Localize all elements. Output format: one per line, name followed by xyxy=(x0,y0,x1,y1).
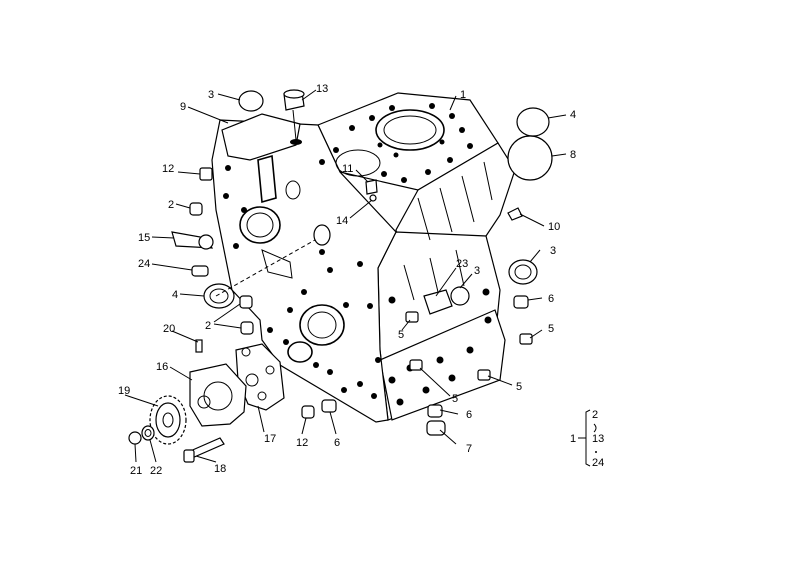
label-part-11: 11 xyxy=(342,163,353,175)
gear xyxy=(149,395,187,445)
leader-lines xyxy=(124,89,567,463)
label-part-5-left: 5 xyxy=(398,329,404,341)
label-part-12-top: 12 xyxy=(162,163,174,175)
label-part-19: 19 xyxy=(118,385,130,397)
label-part-8: 8 xyxy=(570,149,576,161)
label-part-6-bottom-right: 6 xyxy=(466,409,472,421)
label-part-6-right: 6 xyxy=(548,293,554,305)
label-part-18: 18 xyxy=(214,463,226,475)
engine-block xyxy=(211,92,516,423)
label-part-10: 10 xyxy=(548,221,560,233)
label-part-3-right: 3 xyxy=(550,245,556,257)
label-part-3-top: 3 xyxy=(208,89,214,101)
loose-parts xyxy=(128,89,553,463)
legend-mid: 13 xyxy=(592,433,604,445)
label-part-21: 21 xyxy=(130,465,142,477)
label-part-2-lower: 2 xyxy=(205,320,211,332)
label-part-6-bottom: 6 xyxy=(334,437,340,449)
label-part-14: 14 xyxy=(336,215,348,227)
label-part-5-bottom: 5 xyxy=(452,393,458,405)
label-part-2-upper: 2 xyxy=(168,199,174,211)
label-part-5-right: 5 xyxy=(548,323,554,335)
legend-first: 2 xyxy=(592,409,598,421)
label-part-24: 24 xyxy=(138,258,150,270)
label-part-20: 20 xyxy=(163,323,175,335)
label-part-9: 9 xyxy=(180,101,186,113)
label-part-23: 23 xyxy=(456,258,468,270)
label-part-13: 13 xyxy=(316,83,328,95)
label-part-3-mid: 3 xyxy=(474,265,480,277)
label-part-1: 1 xyxy=(460,89,466,101)
label-part-4-left: 4 xyxy=(172,289,178,301)
part-labels: 1 3 13 9 4 8 12 11 2 14 10 15 3 24 23 3 … xyxy=(118,83,576,477)
label-part-7: 7 xyxy=(466,443,472,455)
legend-last: 24 xyxy=(592,457,604,469)
label-part-22: 22 xyxy=(150,465,162,477)
legend-group-number: 1 xyxy=(570,433,576,445)
label-part-5-lower: 5 xyxy=(516,381,522,393)
label-part-16: 16 xyxy=(156,361,168,373)
label-part-15: 15 xyxy=(138,232,150,244)
label-part-4-right: 4 xyxy=(570,109,576,121)
parts-range-legend: 1 2 13 24 xyxy=(570,409,604,469)
label-part-17: 17 xyxy=(264,433,276,445)
label-part-12-bottom: 12 xyxy=(296,437,308,449)
